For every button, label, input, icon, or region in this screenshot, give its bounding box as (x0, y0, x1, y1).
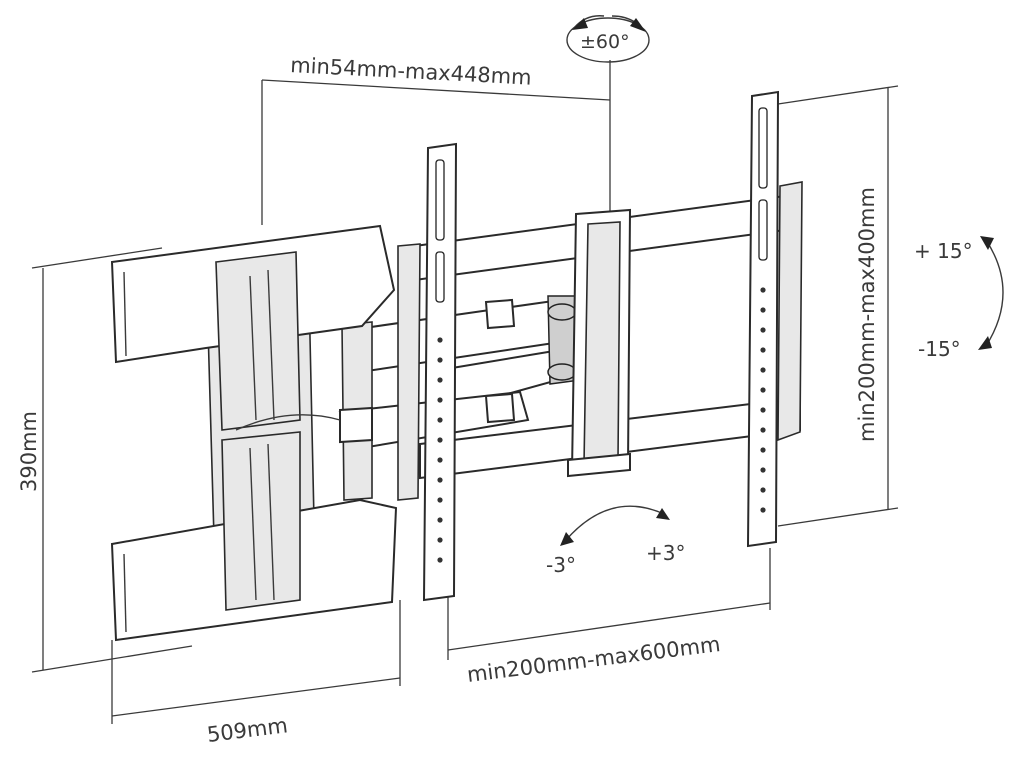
left-vertical-bracket (397, 142, 458, 602)
right-vertical-bracket (746, 90, 780, 548)
tilt-down-label: -15° (918, 337, 961, 361)
level-right-arrow-icon (656, 508, 670, 520)
tilt-up-arrow-icon (980, 236, 994, 250)
width-label: 509mm (206, 713, 289, 747)
level-left-arrow-icon (560, 532, 574, 546)
level-plus-label: +3° (646, 541, 685, 565)
swivel-indicator: ±60° (566, 15, 650, 63)
tilt-down-arrow-icon (978, 336, 992, 350)
vesa-horizontal-dimension: min200mm-max600mm (447, 548, 771, 687)
tilt-indicator: + 15° -15° (914, 236, 1004, 361)
height-label: 390mm (17, 411, 41, 492)
level-indicator: -3° +3° (546, 505, 685, 577)
swivel-left-arrow-icon (572, 18, 588, 30)
height-dimension: 390mm (17, 247, 193, 673)
center-slider (567, 208, 632, 478)
swivel-right-arrow-icon (630, 18, 646, 32)
vesa-vertical-dimension: min200mm-max400mm (777, 85, 899, 527)
tilt-up-label: + 15° (914, 239, 973, 263)
wall-plate (110, 224, 398, 642)
vesa-horizontal-label: min200mm-max600mm (466, 632, 722, 687)
swivel-label: ±60° (580, 31, 630, 53)
mount-drawing (110, 90, 803, 642)
level-minus-label: -3° (546, 553, 576, 577)
vesa-vertical-label: min200mm-max400mm (855, 187, 879, 442)
